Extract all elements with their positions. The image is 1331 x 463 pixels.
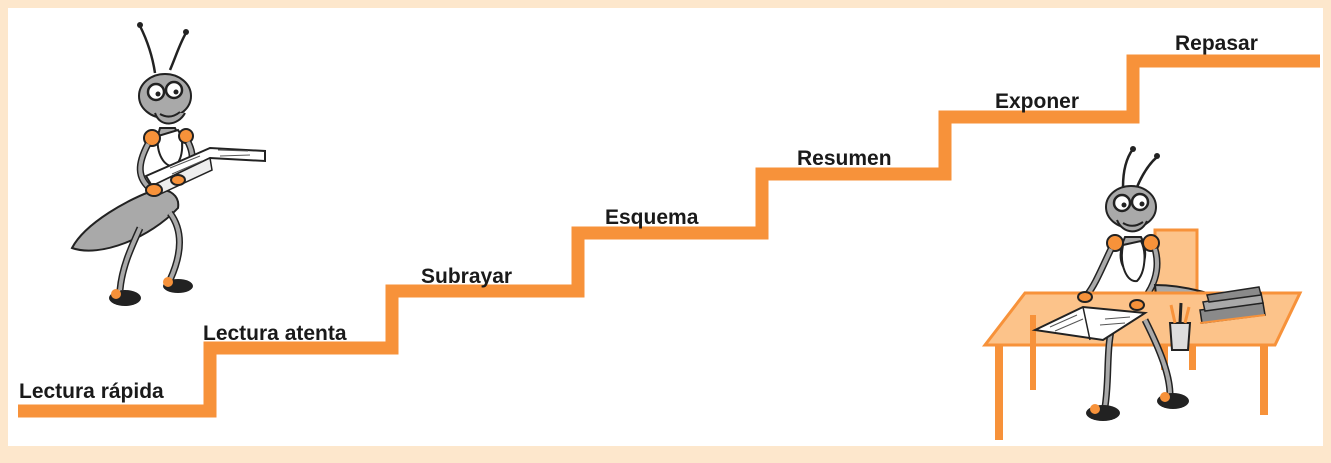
staircase-line (18, 54, 1320, 418)
step-label-repasar: Repasar (1175, 32, 1258, 55)
step-label-lectura-atenta: Lectura atenta (203, 322, 347, 345)
step-label-subrayar: Subrayar (421, 265, 513, 288)
step-label-esquema: Esquema (605, 206, 699, 229)
ant-studying-at-desk-icon (981, 146, 1303, 440)
step-label-resumen: Resumen (797, 147, 892, 170)
step-label-lectura-rapida: Lectura rápida (19, 380, 164, 403)
step-label-exponer: Exponer (995, 90, 1080, 113)
ant-reading-book-icon (70, 22, 266, 306)
